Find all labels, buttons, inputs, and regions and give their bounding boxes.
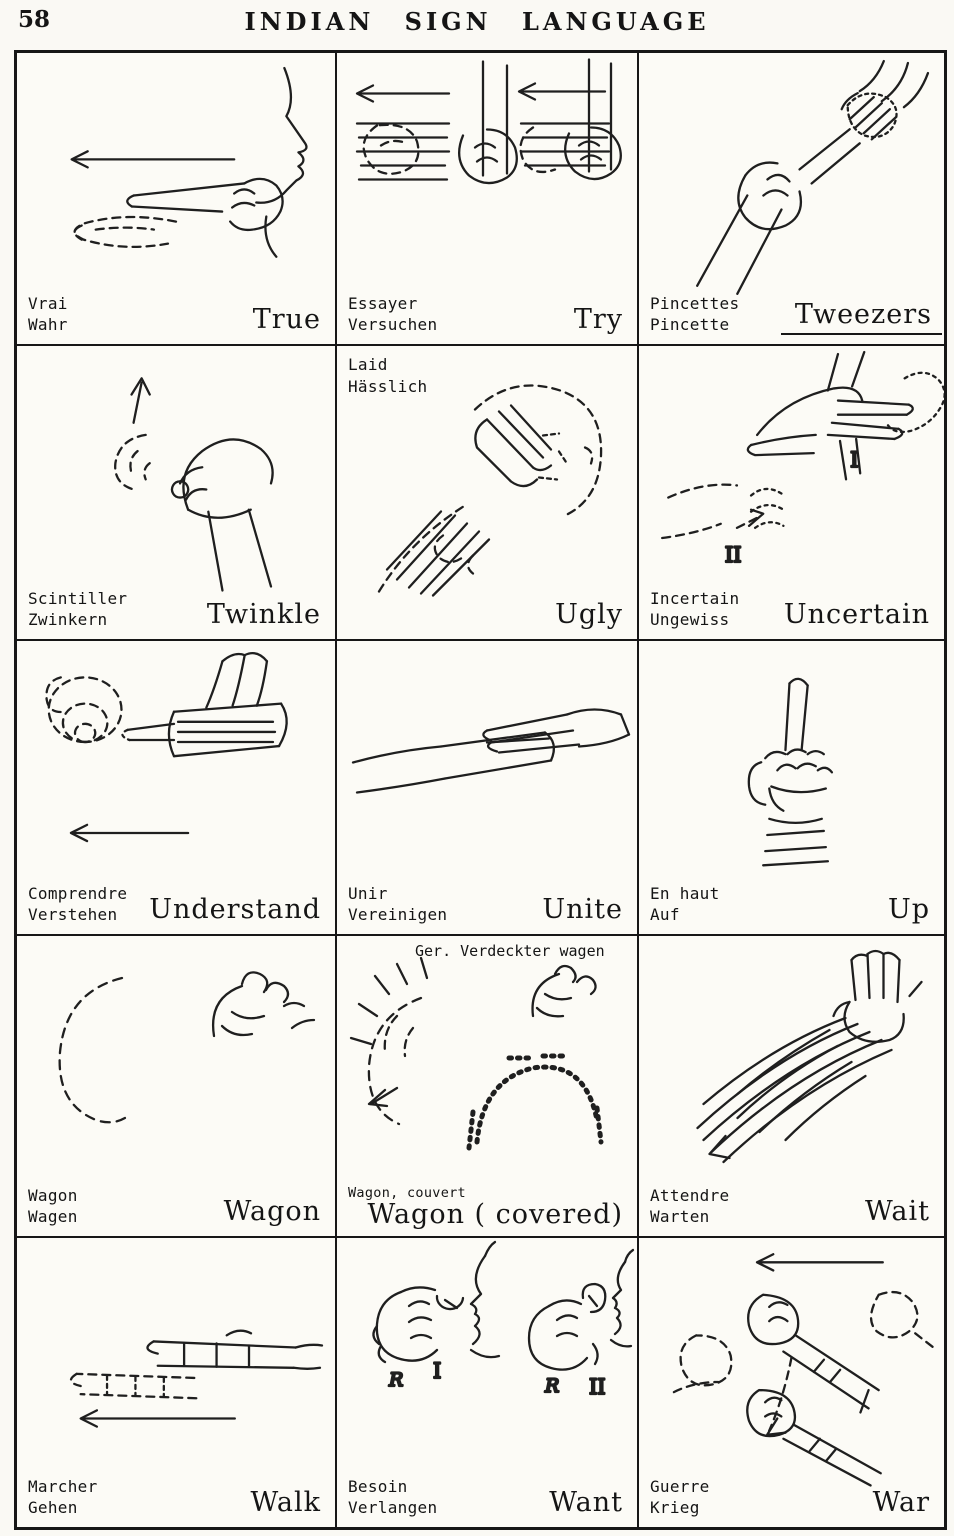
sign-table: Vrai Wahr True Essayer [14, 50, 947, 1530]
label-english: Walk [250, 1487, 321, 1518]
cell-wagon: Wagon Wagen Wagon [17, 936, 337, 1238]
wagon-sign-sketch [17, 936, 335, 1236]
label-german: Wagen [28, 1207, 78, 1227]
walk-sign-sketch [17, 1238, 335, 1527]
cell-wagon-covered: Ger. Verdeckter wagen Wagon, couvert Wag… [337, 936, 639, 1238]
label-english: Tweezers [780, 299, 942, 335]
label-french-german: Comprendre Verstehen [28, 883, 127, 926]
label-english: War [872, 1487, 930, 1518]
label-french: Pincettes [650, 293, 740, 313]
twinkle-sign-sketch [17, 346, 335, 639]
marker-right-1: R [388, 1369, 403, 1391]
label-german: Pincette [650, 315, 730, 335]
label-german: Warten [650, 1207, 710, 1227]
label-french: Vrai [28, 293, 68, 313]
marker-one: I [433, 1359, 441, 1383]
label-french-german: Laid Hässlich [348, 354, 427, 397]
label-english: Up [887, 894, 930, 925]
try-sign-sketch [337, 53, 637, 344]
want-sign-sketch: R I R II [337, 1238, 637, 1400]
cell-tweezers: Pincettes Pincette Tweezers [639, 53, 944, 346]
label-german: Versuchen [348, 315, 438, 335]
label-french: Comprendre [28, 883, 128, 903]
cell-war: Guerre Krieg War [639, 1238, 944, 1527]
label-english: Wait [865, 1196, 930, 1227]
label-french: Guerre [650, 1476, 710, 1496]
label-german: Gehen [28, 1498, 78, 1518]
cell-wait: Attendre Warten Wait [639, 936, 944, 1238]
label-french-german: Marcher Gehen [28, 1476, 98, 1519]
label-french-german: Pincettes Pincette [650, 293, 739, 336]
label-english: Uncertain [783, 599, 930, 630]
label-english: Wagon ( covered) [367, 1199, 623, 1230]
label-french-german: Incertain Ungewiss [650, 588, 739, 631]
cell-understand: Comprendre Verstehen Understand [17, 641, 337, 936]
label-french-german: Guerre Krieg [650, 1476, 710, 1519]
label-french: Scintiller [28, 588, 128, 608]
label-english: Understand [149, 894, 321, 925]
wagon-covered-sign-sketch [337, 936, 637, 1236]
cell-uncertain: I II Incertain Ungewiss Uncertain [639, 346, 944, 641]
label-english: Wagon [223, 1196, 321, 1227]
label-english: Want [549, 1487, 623, 1518]
label-german: Verlangen [348, 1498, 438, 1518]
label-english: Twinkle [206, 599, 321, 630]
label-french-german: Attendre Warten [650, 1185, 729, 1228]
label-french: En haut [650, 883, 720, 903]
cell-unite: Unir Vereinigen Unite [337, 641, 639, 936]
label-french: Marcher [28, 1476, 98, 1496]
label-german: Ungewiss [650, 610, 730, 630]
label-french: Wagon [28, 1185, 78, 1205]
uncertain-sign-sketch: I II [639, 346, 944, 569]
ugly-sign-sketch [337, 346, 637, 639]
label-french: Attendre [650, 1185, 730, 1205]
war-sign-sketch [639, 1238, 944, 1527]
wait-sign-sketch [639, 936, 944, 1236]
label-french: Besoin [348, 1476, 408, 1496]
cell-up: En haut Auf Up [639, 641, 944, 936]
label-french: Laid [348, 355, 388, 374]
label-english: True [252, 304, 321, 335]
label-german: Verstehen [28, 905, 118, 925]
true-sign-sketch [17, 53, 335, 344]
cell-ugly: Laid Hässlich Ugly [337, 346, 639, 641]
label-french-german: Wagon Wagen [28, 1185, 78, 1228]
cell-want: R I R II Besoin Verlangen Want [337, 1238, 639, 1527]
marker-two: II [589, 1375, 606, 1399]
label-french: Incertain [650, 588, 740, 608]
cell-true: Vrai Wahr True [17, 53, 337, 346]
label-french: Unir [348, 883, 388, 903]
understand-sign-sketch [17, 641, 335, 934]
label-french-german: Vrai Wahr [28, 293, 68, 336]
label-english: Try [573, 304, 623, 335]
label-german: Krieg [650, 1498, 700, 1518]
unite-sign-sketch [337, 641, 637, 934]
label-german: Zwinkern [28, 610, 108, 630]
label-german-note: Ger. Verdeckter wagen [415, 942, 605, 960]
marker-one: I [850, 448, 858, 473]
label-french-german: En haut Auf [650, 883, 720, 926]
label-french-german: Unir Vereinigen [348, 883, 447, 926]
label-french-german: Scintiller Zwinkern [28, 588, 127, 631]
cell-twinkle: Scintiller Zwinkern Twinkle [17, 346, 337, 641]
marker-two: II [725, 543, 742, 568]
label-french-german: Besoin Verlangen [348, 1476, 437, 1519]
cell-try: Essayer Versuchen Try [337, 53, 639, 346]
marker-right-2: R [544, 1375, 559, 1397]
up-sign-sketch [639, 641, 944, 934]
label-german: Hässlich [348, 376, 428, 396]
label-german: Wahr [28, 315, 68, 335]
label-english: Unite [542, 894, 623, 925]
label-german: Auf [650, 905, 680, 925]
label-french: Wagon, couvert [348, 1184, 466, 1201]
tweezers-sign-sketch [639, 53, 944, 344]
label-german: Vereinigen [348, 905, 448, 925]
label-french-german: Essayer Versuchen [348, 293, 437, 336]
page-title: INDIAN SIGN LANGUAGE [244, 7, 710, 36]
label-english: Ugly [555, 599, 623, 630]
page-number: 58 [18, 6, 51, 33]
cell-walk: Marcher Gehen Walk [17, 1238, 337, 1527]
label-french: Essayer [348, 293, 418, 313]
